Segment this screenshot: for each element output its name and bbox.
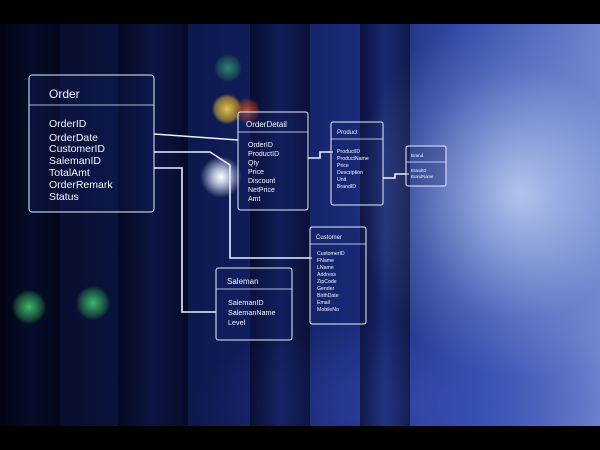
table-order-field: OrderRemark [49,179,113,191]
table-brand-field: BrandName [411,174,434,179]
table-product-box [330,121,384,206]
table-orderdetail-title: OrderDetail [246,120,287,129]
table-product-field: Description [337,170,363,176]
server-rack [250,24,310,426]
table-order-field: Status [49,191,79,203]
relation-order-orderdetail [153,133,239,141]
table-orderdetail-field: NetPrice [248,187,275,194]
table-product-field: Price [337,163,349,169]
bokeh-light-green [214,54,242,82]
table-orderdetail: OrderDetail OrderID ProductID Qty Price … [237,111,309,211]
table-customer-field: Address [317,272,336,278]
table-order-field: OrderID [49,118,87,130]
table-product-field: ProductID [337,149,360,155]
table-customer-field: CustomerID [317,251,345,257]
table-customer-field: FName [317,258,334,264]
table-orderdetail-field: Price [248,169,264,176]
server-room-background [0,24,600,426]
table-customer-field: ZipCode [317,279,337,285]
relation-order-customer [154,151,312,259]
table-product: Product ProductID ProductName Price Desc… [330,121,384,206]
table-customer-field: BirthDate [317,293,339,299]
table-order-field: TotalAmt [49,167,90,179]
table-customer-field: Email [317,300,330,306]
table-order-title: Order [49,87,80,101]
table-brand-title: Brand [411,153,424,158]
relation-product-brand [383,173,409,179]
server-rack [360,24,410,426]
table-customer-field: Gender [317,286,335,292]
relation-order-saleman [154,167,216,313]
table-customer: Customer CustomerID FName LName Address … [309,226,367,325]
table-saleman-field: SalemanName [228,308,276,317]
bokeh-light-white [200,156,242,198]
table-customer-box [309,226,367,325]
table-brand-field: BrandID [411,168,426,173]
table-saleman-box [215,267,293,341]
relation-orderdetail-product [308,151,333,159]
server-rack [118,24,188,426]
server-rack [0,24,60,426]
table-order: Order OrderID OrderDate CustomerID Salem… [28,74,155,213]
table-order-field: CustomerID [49,143,105,155]
table-saleman-field: SalemanID [228,298,264,307]
table-customer-field: MobileNo [317,307,339,313]
table-brand: Brand BrandID BrandName [405,145,447,187]
table-product-title: Product [337,130,358,136]
table-product-field: BrandID [337,184,356,190]
bokeh-light-green [76,286,110,320]
table-order-field: SalemanID [49,155,101,167]
table-orderdetail-field: Discount [248,178,275,185]
table-customer-field: LName [317,265,334,271]
table-order-box [28,74,155,213]
table-customer-title: Customer [316,235,342,241]
table-saleman-field: Level [228,318,246,327]
table-orderdetail-field: Qty [248,160,259,167]
table-brand-box [405,145,447,187]
bokeh-light-green [12,290,46,324]
table-orderdetail-field: ProductID [248,151,279,158]
table-saleman-title: Saleman [227,277,259,286]
table-orderdetail-field: Amt [248,196,261,203]
table-saleman: Saleman SalemanID SalemanName Level [215,267,293,341]
table-product-field: Unit [337,177,347,183]
table-orderdetail-field: OrderID [248,142,273,149]
table-product-field: ProductName [337,156,369,162]
table-orderdetail-box [237,111,309,211]
table-order-field: OrderDate [49,132,98,144]
